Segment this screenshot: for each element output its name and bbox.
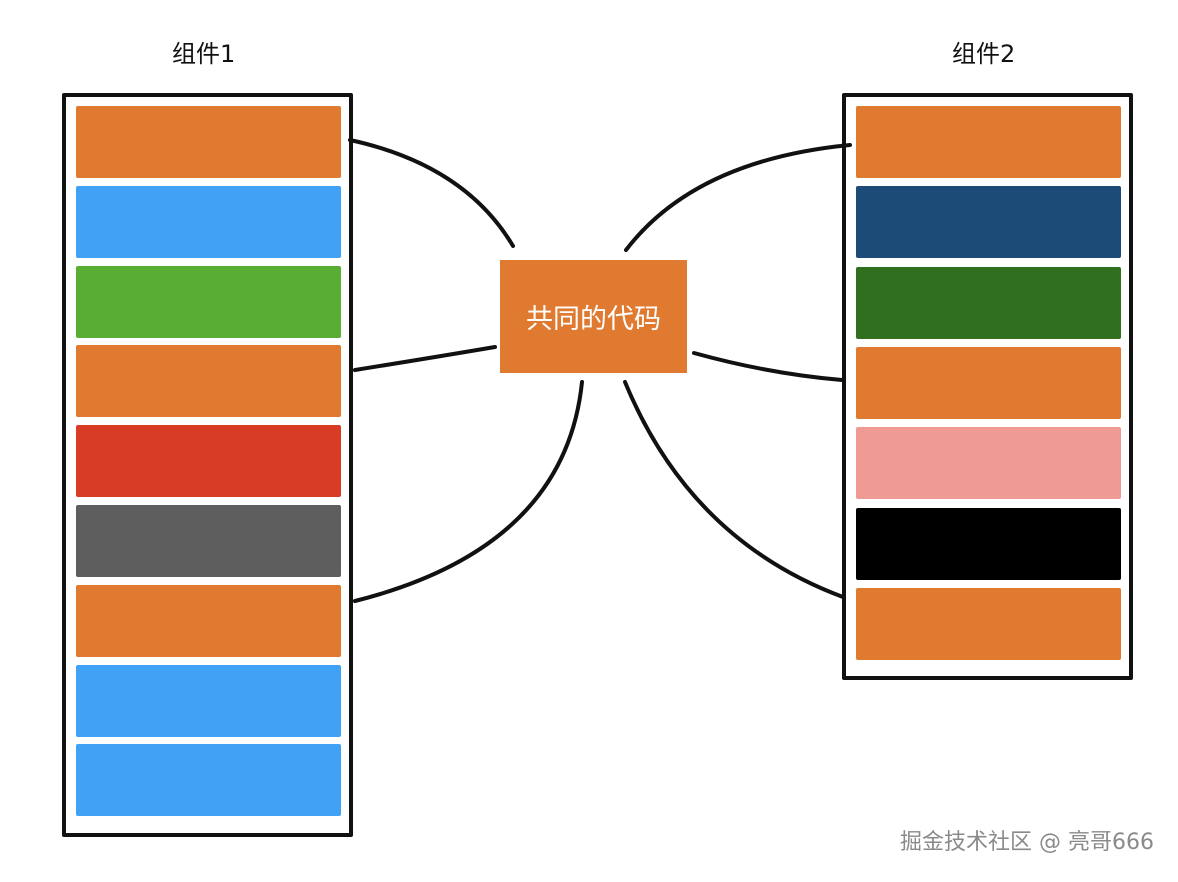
connector-left-bottom [353,380,584,603]
color-block [856,106,1121,178]
watermark-text: 掘金技术社区 @ 亮哥666 [900,830,1154,855]
color-block [76,505,341,577]
connector-left-middle [353,345,497,372]
component-2-box [842,93,1133,680]
component-1-box [62,93,353,837]
connector-right-middle [692,351,844,382]
shared-code-label: 共同的代码 [526,304,661,335]
component-1-title: 组件1 [172,40,236,68]
color-block [856,427,1121,500]
color-block [76,664,341,737]
shared-code-box: 共同的代码 [500,260,687,373]
color-block [76,106,341,178]
component-2-title: 组件2 [952,40,1016,68]
color-block [76,185,341,258]
color-block [856,266,1121,339]
color-block [76,265,341,338]
color-block [856,587,1121,660]
color-block [856,507,1121,580]
color-block [76,584,341,657]
connector-right-top [624,143,852,252]
connector-left-top [348,138,515,248]
color-block [856,186,1121,259]
color-block [76,425,341,498]
color-block [76,345,341,418]
color-block [856,346,1121,419]
connector-right-bottom [623,380,845,599]
color-block [76,744,341,817]
